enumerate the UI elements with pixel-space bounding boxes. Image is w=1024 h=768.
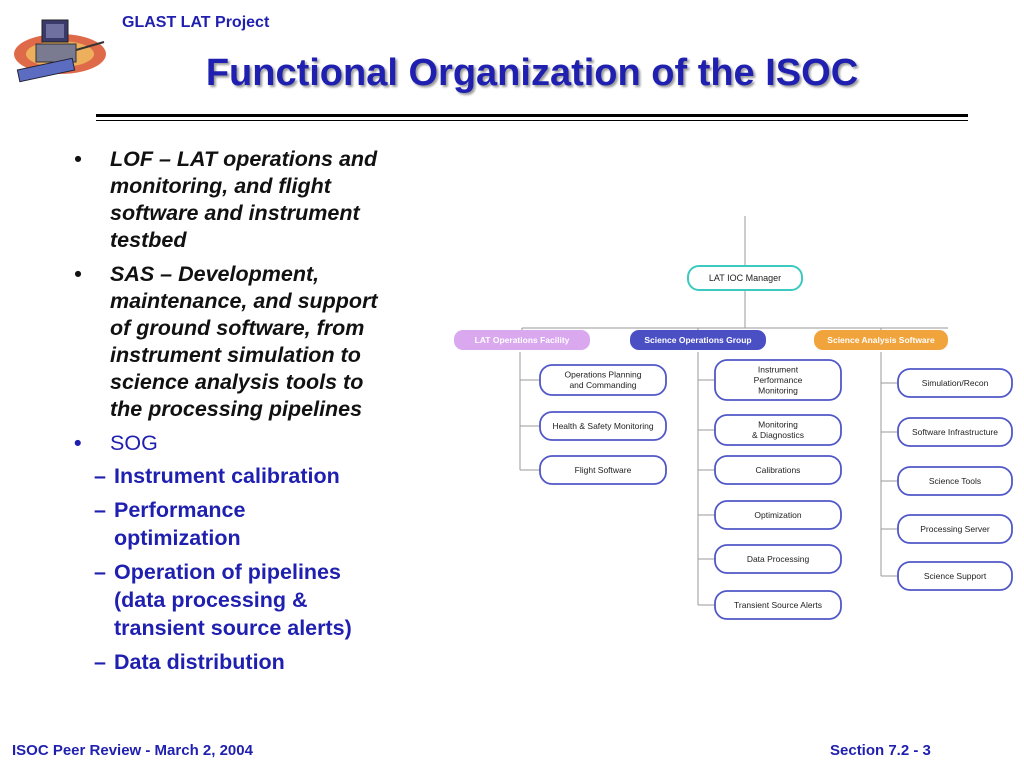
org-item-box [897, 417, 1013, 447]
bullet-lof-line-4: testbed [110, 228, 187, 252]
sog-sublist: – Instrument calibration – Performance o… [94, 462, 445, 676]
sog-subitem-line: Data distribution [114, 650, 285, 674]
org-group-header [814, 330, 948, 350]
org-item-box [714, 414, 842, 446]
org-group-label: Science Analysis Software [827, 335, 935, 345]
org-item-box [714, 544, 842, 574]
org-item-label: Science Tools [929, 476, 981, 486]
org-item-box [714, 359, 842, 401]
org-item-box [539, 411, 667, 441]
bullet-sas-line-1: SAS – Development, [110, 262, 320, 286]
org-item-label: Monitoring [758, 420, 798, 430]
org-item-box [539, 455, 667, 485]
sog-subitem-line: transient source alerts) [114, 616, 352, 640]
bullet-lof-line-1: LOF – LAT operations and [110, 147, 378, 171]
bullet-dot: • [74, 147, 82, 171]
bullet-sas: • SAS – Development, maintenance, and su… [70, 261, 445, 423]
sog-subitem: – Instrument calibration [70, 462, 445, 490]
org-item-box [897, 514, 1013, 544]
org-item-box [539, 364, 667, 396]
org-item-label: & Diagnostics [752, 430, 804, 440]
org-group-header [630, 330, 766, 350]
bullet-lof: • LOF – LAT operations and monitoring, a… [70, 146, 445, 254]
org-item-label: Health & Safety Monitoring [552, 421, 653, 431]
org-item-label: Simulation/Recon [922, 378, 989, 388]
bullet-sas-line-6: the processing pipelines [110, 397, 363, 421]
bullet-lof-line-2: monitoring, and flight [110, 174, 331, 198]
org-item-box [897, 368, 1013, 398]
sog-subitem: – Data distribution [70, 648, 445, 676]
org-item-box [714, 455, 842, 485]
glast-logo [14, 19, 106, 83]
sog-subitem-line: Operation of pipelines [114, 560, 341, 584]
sog-subitem-line: Instrument calibration [114, 464, 340, 488]
org-label-manager: LAT IOC Manager [709, 273, 781, 283]
title-rule-thin [96, 120, 968, 121]
bullet-dot: • [74, 431, 82, 455]
org-item-label: Processing Server [920, 524, 990, 534]
bullet-lof-line-3: software and instrument [110, 201, 360, 225]
sog-subitem: – Performance optimization [70, 496, 445, 552]
sog-subitem: – Operation of pipelines (data processin… [70, 558, 445, 642]
bullet-list: • LOF – LAT operations and monitoring, a… [70, 146, 445, 683]
bullet-sas-line-5: science analysis tools to [110, 370, 364, 394]
bullet-sas-line-2: maintenance, and support [110, 289, 378, 313]
org-group-header [454, 330, 590, 350]
bullet-sog-label: SOG [110, 431, 158, 455]
sog-subitem-line: (data processing & [114, 588, 308, 612]
org-item-box [714, 500, 842, 530]
org-item-label: Data Processing [747, 554, 810, 564]
org-item-label: and Commanding [569, 380, 636, 390]
sog-subitem-line: optimization [114, 526, 241, 550]
org-item-box [897, 561, 1013, 591]
org-item-label: Transient Source Alerts [734, 600, 822, 610]
org-item-box [897, 466, 1013, 496]
org-item-label: Software Infrastructure [912, 427, 998, 437]
page-title: Functional Organization of the ISOC [205, 52, 859, 94]
org-item-label: Performance [754, 375, 803, 385]
org-item-label: Monitoring [758, 385, 798, 395]
sog-subitem-line: Performance [114, 498, 246, 522]
footer-event: ISOC Peer Review - March 2, 2004 [12, 742, 253, 759]
org-box-manager [687, 265, 803, 291]
org-item-box [714, 590, 842, 620]
title-rule-thick [96, 114, 968, 117]
bullet-dot: • [74, 262, 82, 286]
footer-section: Section 7.2 - 3 [830, 742, 931, 759]
org-item-label: Science Support [924, 571, 987, 581]
org-group-label: LAT Operations Facility [475, 335, 570, 345]
bullet-sas-line-3: of ground software, from [110, 316, 365, 340]
org-item-label: Instrument [758, 364, 799, 374]
bullet-sog: • SOG – Instrument calibration – Perform… [70, 430, 445, 676]
org-item-label: Flight Software [575, 465, 632, 475]
org-group-label: Science Operations Group [644, 335, 751, 345]
org-item-label: Optimization [754, 510, 802, 520]
org-item-label: Operations Planning [564, 370, 641, 380]
project-label: GLAST LAT Project [122, 14, 270, 31]
bullet-sas-line-4: instrument simulation to [110, 343, 361, 367]
org-item-label: Calibrations [756, 465, 801, 475]
